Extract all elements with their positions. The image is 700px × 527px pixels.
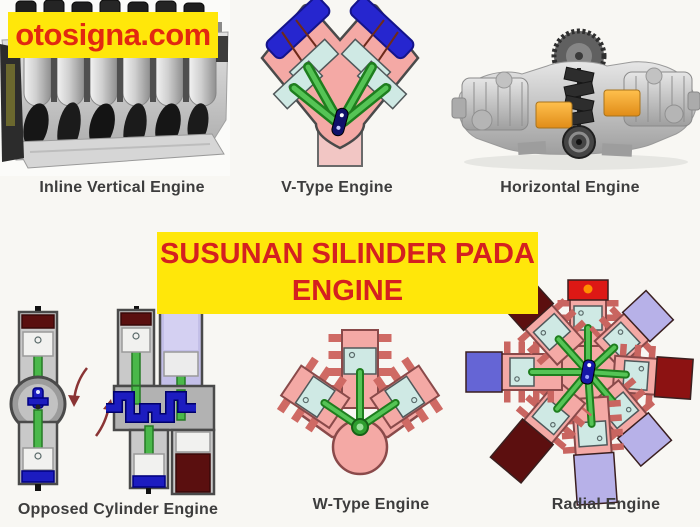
cylinder-liners (23, 43, 217, 107)
left-piston (535, 101, 573, 129)
rotation-arrows-icon (68, 367, 114, 437)
radial-cylinder (559, 368, 625, 506)
figure-label-inline-vertical: Inline Vertical Engine (39, 179, 205, 196)
title-line-1: SUSUNAN SILINDER PADA (160, 238, 535, 270)
figure-label-v-type: V-Type Engine (281, 179, 393, 196)
cylinder-head-cap (265, 0, 415, 60)
v-type-engine-diagram (260, 0, 420, 167)
crank-pin (580, 359, 596, 385)
figure-label-opposed: Opposed Cylinder Engine (17, 501, 219, 518)
opposed-engine-side-view (9, 306, 67, 491)
horizontal-engine-photo (451, 28, 700, 170)
title-line-2: ENGINE (291, 275, 404, 307)
radial-cylinder (465, 341, 592, 403)
watermark-text: otosigna.com (15, 17, 211, 52)
figure-label-w-type: W-Type Engine (312, 496, 430, 513)
radial-engine-diagram (465, 274, 694, 506)
opposed-engine-crankshaft-view (106, 306, 216, 496)
figure-label-horizontal: Horizontal Engine (500, 179, 640, 196)
right-piston (603, 89, 641, 117)
opposed-cylinder-engine-diagram (9, 306, 216, 496)
title-banner: SUSUNAN SILINDER PADA ENGINE (157, 232, 538, 314)
figure-label-radial: Radial Engine (551, 496, 661, 513)
w-type-engine-diagram (276, 329, 444, 476)
watermark-banner: otosigna.com (8, 12, 218, 58)
crank-pin (331, 107, 349, 137)
center-cylinder-bank (328, 329, 392, 431)
pulley (562, 125, 596, 159)
